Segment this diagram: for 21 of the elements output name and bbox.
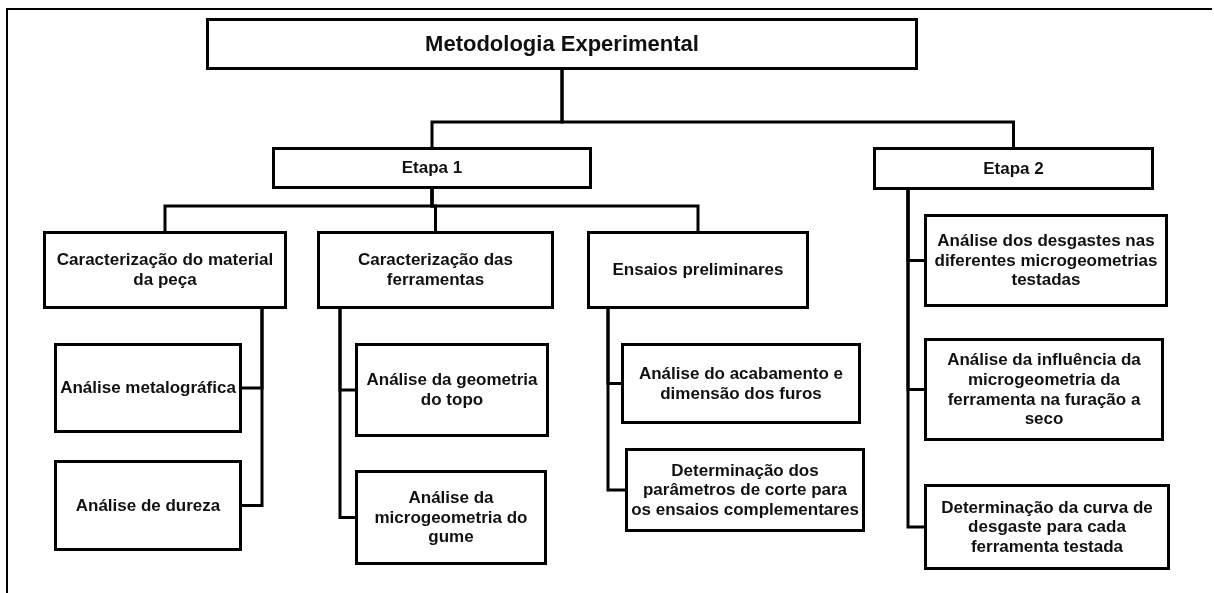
- process-box: Análise da microgeometria do gume: [355, 470, 547, 565]
- process-box: Análise dos desgastes nas diferentes microgeometrias testadas: [924, 214, 1168, 307]
- connector-line: [338, 309, 355, 519]
- process-box: Caracterização do material da peça: [43, 231, 287, 309]
- process-box: Análise de dureza: [54, 460, 242, 551]
- process-box: Análise do acabamento e dimensão dos furos: [621, 343, 861, 424]
- process-box: Caracterização das ferramentas: [317, 231, 554, 309]
- process-box: Etapa 1: [272, 147, 592, 189]
- process-box: Análise da geometria do topo: [355, 343, 549, 437]
- connector-line: [242, 309, 264, 507]
- connector-line: [906, 190, 924, 529]
- process-box: Determinação dos parâmetros de corte para os ensaios complementares: [625, 448, 865, 532]
- process-box: Análise metalográfica: [54, 343, 242, 433]
- process-box: Ensaios preliminares: [587, 231, 809, 309]
- title-box: Metodologia Experimental: [206, 18, 918, 70]
- connector-line: [606, 309, 625, 492]
- process-box: Etapa 2: [873, 147, 1154, 190]
- process-box: Determinação da curva de desgaste para cada ferramenta testada: [924, 484, 1170, 570]
- connector-line: [560, 70, 1015, 147]
- process-box: Análise da influência da microgeometria da ferramenta na furação a seco: [924, 338, 1164, 441]
- connector-line: [430, 189, 700, 231]
